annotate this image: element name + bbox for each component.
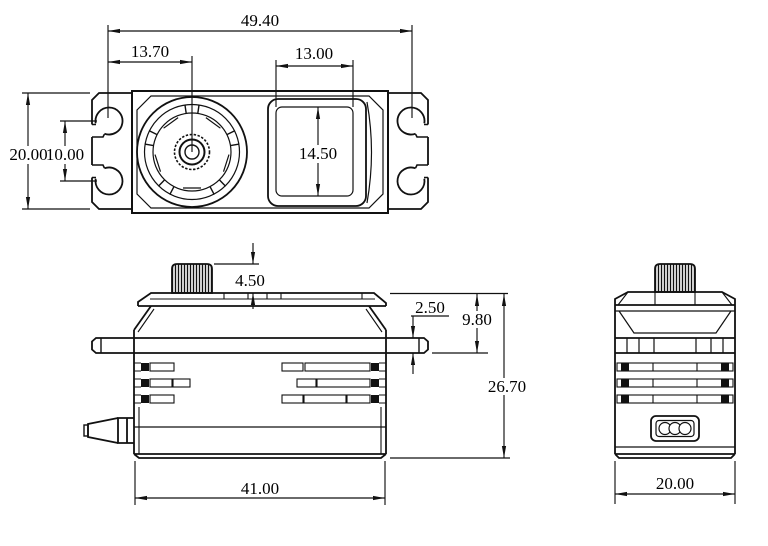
dim-case-length-label: 41.00 <box>241 479 279 498</box>
dim-overall-width-label: 49.40 <box>241 11 279 30</box>
top-view: 49.40 13.70 13.00 20.00 10.00 14.50 <box>8 11 429 214</box>
label-mask <box>295 145 341 163</box>
flange-wing-right <box>386 337 429 354</box>
slot-channels <box>92 123 106 179</box>
side-view-dimensions: 4.50 2.50 9.80 26.70 41.00 <box>134 243 530 505</box>
fin <box>172 378 191 388</box>
slot-channels <box>414 123 428 179</box>
fin <box>616 394 734 404</box>
flange-lines <box>134 337 386 354</box>
fin <box>296 378 317 388</box>
connector-outer <box>650 415 700 442</box>
fin <box>303 394 347 404</box>
mount-hole-slot <box>94 106 124 136</box>
window-outer <box>267 98 367 207</box>
dim-window-width-label: 13.00 <box>295 44 333 63</box>
cooling-fins <box>149 362 371 404</box>
fin-dividers-end <box>652 363 698 403</box>
wire-connector-end <box>650 415 700 442</box>
dim-case-height-label: 20.00 <box>9 145 47 164</box>
flange-band-dividers <box>626 338 724 353</box>
cooling-fins-end <box>616 362 734 404</box>
connector-collar <box>117 417 134 444</box>
flange-band <box>615 337 735 354</box>
fin <box>316 378 371 388</box>
case-inner-walls <box>138 407 382 454</box>
fin <box>281 362 304 372</box>
mount-hole-slot <box>94 166 124 196</box>
window-inner <box>275 106 354 197</box>
extension-lines <box>22 25 413 210</box>
mounting-ear-left <box>91 92 132 210</box>
fin <box>149 394 175 404</box>
fin <box>616 378 734 388</box>
shoulder-chamfers-inner <box>137 308 383 333</box>
fin <box>281 394 304 404</box>
dim-overall-height-label: 26.70 <box>488 377 526 396</box>
dim-flange-thickness-label: 2.50 <box>415 298 445 317</box>
dim-case-width-label: 20.00 <box>656 474 694 493</box>
top-plate <box>137 292 387 307</box>
collar-line <box>615 310 735 334</box>
fin <box>149 378 173 388</box>
top-plate-end <box>614 291 736 306</box>
case-bottom <box>133 453 387 459</box>
dim-arrows <box>615 491 735 497</box>
ear-outline <box>388 92 429 210</box>
label-mask <box>8 146 49 164</box>
top-view-inner-contour <box>136 95 384 209</box>
end-view: 20.00 <box>614 263 736 504</box>
mount-hole-slot <box>396 166 426 196</box>
connector-inner <box>655 419 695 438</box>
side-view: 4.50 2.50 9.80 26.70 41.00 <box>83 243 530 505</box>
fin <box>346 394 371 404</box>
mount-hole-slot <box>396 106 426 136</box>
top-plate-seam <box>150 293 375 300</box>
extension-lines <box>614 461 736 504</box>
output-shaft-end <box>654 263 696 293</box>
gear-tabs <box>144 104 240 195</box>
wire-connector-side <box>83 417 134 444</box>
label-mask <box>484 378 530 395</box>
top-view-inner-bulge <box>366 101 373 204</box>
gear-chamfer-flats <box>154 117 230 189</box>
connector-pin <box>678 421 692 436</box>
dim-arrows <box>25 28 413 210</box>
case-bottom-end <box>614 453 736 459</box>
flange-wing-left <box>91 337 134 354</box>
fin <box>149 362 175 372</box>
top-plate-bevels <box>617 291 733 306</box>
ear-outline <box>91 92 132 210</box>
dim-shaft-height-label: 4.50 <box>235 271 265 290</box>
mounting-ear-right <box>388 92 429 210</box>
label-mask <box>46 146 84 164</box>
case-walls-end <box>614 305 736 454</box>
fin <box>616 362 734 372</box>
connector-tip <box>83 424 89 437</box>
dim-top-to-flange-label: 9.80 <box>462 310 492 329</box>
top-view-dimensions: 49.40 13.70 13.00 20.00 10.00 14.50 <box>8 11 413 210</box>
end-view-dimensions: 20.00 <box>614 461 736 504</box>
label-mask <box>460 311 495 328</box>
fin-wall-ticks <box>134 362 386 404</box>
shoulder-chamfers <box>133 305 387 331</box>
connector-nose <box>87 417 119 444</box>
output-shaft-side <box>171 263 213 294</box>
fin <box>304 362 371 372</box>
gear-window <box>267 98 367 207</box>
dim-window-height-label: 14.50 <box>299 144 337 163</box>
case-walls <box>133 330 387 454</box>
top-view-case-outline <box>131 90 389 214</box>
dim-hole-spacing-label: 10.00 <box>46 145 84 164</box>
dim-shaft-offset-label: 13.70 <box>131 42 169 61</box>
